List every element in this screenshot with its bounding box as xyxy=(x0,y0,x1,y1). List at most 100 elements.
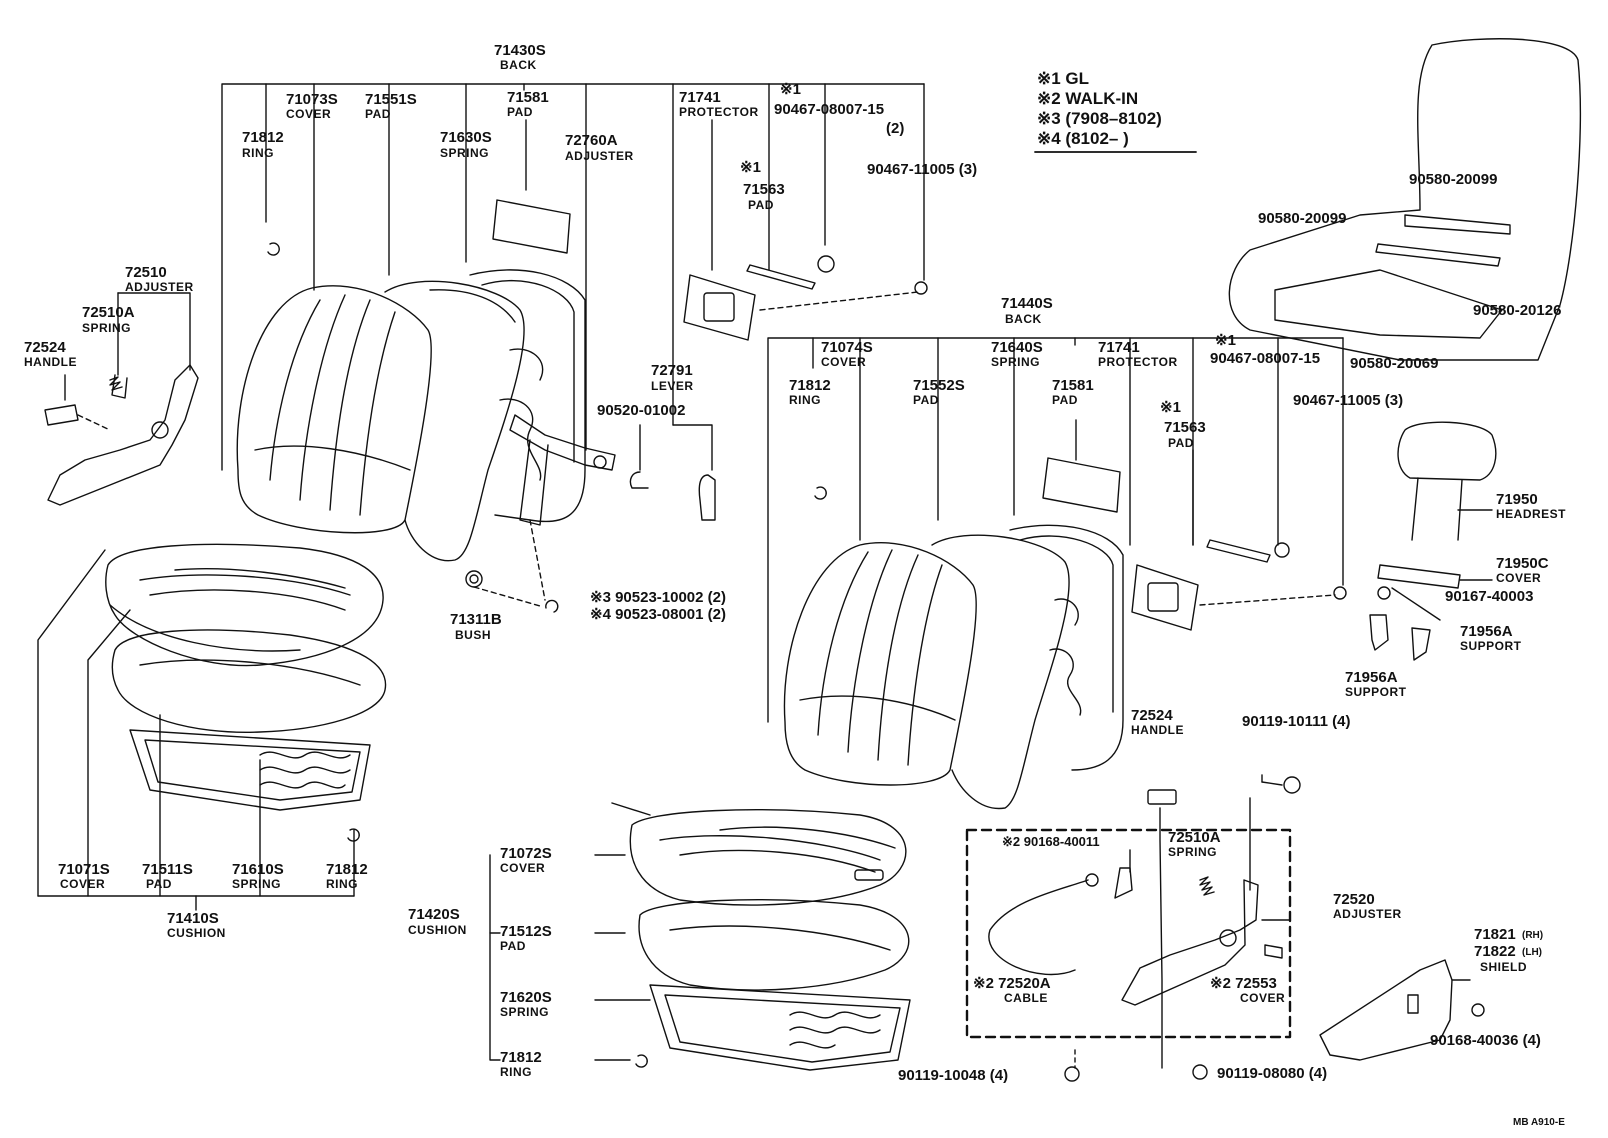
adjuster-72760A-left xyxy=(509,414,616,526)
label-71812-a: 71812 xyxy=(242,129,284,146)
legend-gl: ※1 GL xyxy=(1037,69,1090,88)
seat-outline-top-right xyxy=(1228,38,1581,361)
label-72791: 72791 xyxy=(651,362,693,379)
label-71512S-name: PAD xyxy=(500,939,526,953)
label-71430S: 71430S xyxy=(494,42,546,59)
label-71950: 71950 xyxy=(1496,491,1538,508)
protector-left xyxy=(683,255,928,341)
label-90467-11005-right: 90467-11005 (3) xyxy=(1293,392,1404,409)
label-71610S-name: SPRING xyxy=(232,877,282,891)
label-90467-11005-left: 90467-11005 (3) xyxy=(867,161,978,178)
label-71440S-name: BACK xyxy=(1005,312,1042,326)
label-71812-c: 71812 xyxy=(789,377,831,394)
label-71630S: 71630S xyxy=(440,129,492,146)
label-71950C: 71950C xyxy=(1496,555,1549,572)
label-71563-right-name: PAD xyxy=(1168,436,1194,450)
seat-back-left-pad xyxy=(384,280,525,562)
label-71311B-name: BUSH xyxy=(455,628,492,642)
label-72510A-right: 72510A xyxy=(1168,829,1221,846)
label-90467-08007-left: 90467-08007-15 xyxy=(774,101,885,118)
label-72510A: 72510A xyxy=(82,304,135,321)
protector-right xyxy=(1131,539,1347,631)
cushion-middle-pad xyxy=(638,899,910,991)
label-72520: 72520 xyxy=(1333,891,1375,908)
label-71074S-name: COVER xyxy=(821,355,867,369)
label-71430S-name: BACK xyxy=(500,58,537,72)
label-71074S: 71074S xyxy=(821,339,873,356)
label-72510-name: ADJUSTER xyxy=(125,280,194,294)
label-71812-c-name: RING xyxy=(789,393,821,407)
label-71741-left-name: PROTECTOR xyxy=(679,105,759,119)
label-71620S: 71620S xyxy=(500,989,552,1006)
label-72520A-name: CABLE xyxy=(1004,991,1048,1005)
label-71581-right: 71581 xyxy=(1052,377,1094,394)
label-90580-20126: 90580-20126 xyxy=(1473,302,1562,319)
label-90520-01002: 90520-01002 xyxy=(597,402,686,419)
label-71552S: 71552S xyxy=(913,377,965,394)
label-72524-right: 72524 xyxy=(1131,707,1173,724)
label-71551S: 71551S xyxy=(365,91,417,108)
seat-back-right-cover xyxy=(783,542,977,786)
label-71821: 71821 xyxy=(1474,926,1516,943)
label-71640S-name: SPRING xyxy=(991,355,1041,369)
label-90119-10111: 90119-10111 (4) xyxy=(1242,713,1351,730)
label-72520-name: ADJUSTER xyxy=(1333,907,1402,921)
adjuster-72520-right xyxy=(988,774,1301,1082)
label-71563-right: 71563 xyxy=(1164,419,1206,436)
lever-72791 xyxy=(698,474,716,521)
label-71563-left-mark: ※1 xyxy=(740,159,761,176)
back-right-leaders xyxy=(767,337,1344,723)
ring-71812-c xyxy=(814,486,827,500)
label-71563-right-mark: ※1 xyxy=(1160,399,1181,416)
label-71581-left: 71581 xyxy=(507,89,549,106)
legend-date-range-4: ※4 (8102– ) xyxy=(1037,129,1129,148)
nut-90523 xyxy=(545,599,559,613)
adjuster-72520-box xyxy=(965,828,1292,1039)
label-71741-left: 71741 xyxy=(679,89,721,106)
clip-90520-01002 xyxy=(629,471,649,489)
label-71956A-b: 71956A xyxy=(1460,623,1513,640)
label-71410S-name: CUSHION xyxy=(167,926,226,940)
back-left-leaders xyxy=(221,83,925,471)
adjuster-72510-left xyxy=(44,292,199,506)
label-71812-d-name: RING xyxy=(500,1065,532,1079)
label-72760A-name: ADJUSTER xyxy=(565,149,634,163)
label-71640S: 71640S xyxy=(991,339,1043,356)
label-90467-08007-right-mark: ※1 xyxy=(1215,332,1236,349)
ring-71812-a xyxy=(267,242,280,256)
cushion-middle-spring xyxy=(649,984,911,1071)
label-71950-name: HEADREST xyxy=(1496,507,1567,521)
seat-back-right-spring xyxy=(1009,524,1124,771)
label-71440S: 71440S xyxy=(1001,295,1053,312)
cushion-left-spring xyxy=(129,729,371,811)
pad-71581-left xyxy=(492,199,571,254)
label-71956A-b-name: SUPPORT xyxy=(1460,639,1522,653)
label-72520A: ※2 72520A xyxy=(973,975,1051,992)
label-71512S: 71512S xyxy=(500,923,552,940)
label-71956A-a: 71956A xyxy=(1345,669,1398,686)
legend-date-range-3: ※3 (7908–8102) xyxy=(1037,109,1162,128)
label-71812-a-name: RING xyxy=(242,146,274,160)
label-71072S-name: COVER xyxy=(500,861,546,875)
cushion-middle-leaders xyxy=(489,802,651,1061)
label-71812-b: 71812 xyxy=(326,861,368,878)
label-72760A: 72760A xyxy=(565,132,618,149)
label-71610S: 71610S xyxy=(232,861,284,878)
label-71071S: 71071S xyxy=(58,861,110,878)
label-71581-left-name: PAD xyxy=(507,105,533,119)
label-71071S-name: COVER xyxy=(60,877,106,891)
label-71822: 71822 xyxy=(1474,943,1516,960)
label-71511S-name: PAD xyxy=(146,877,172,891)
label-72510A-name: SPRING xyxy=(82,321,132,335)
label-71822-lh: (LH) xyxy=(1522,947,1542,958)
label-71821-rh: (RH) xyxy=(1522,930,1544,941)
headrest-71950 xyxy=(1369,421,1497,661)
label-71511S: 71511S xyxy=(142,861,193,878)
pad-71581-right xyxy=(1042,457,1121,513)
ring-71812-d xyxy=(635,1054,648,1068)
seat-back-right-pad xyxy=(931,534,1070,810)
label-72553: ※2 72553 xyxy=(1210,975,1277,992)
label-90580-20069: 90580-20069 xyxy=(1350,355,1439,372)
seat-back-left-cover xyxy=(236,285,432,534)
label-90523-08001: ※4 90523-08001 (2) xyxy=(590,606,726,623)
